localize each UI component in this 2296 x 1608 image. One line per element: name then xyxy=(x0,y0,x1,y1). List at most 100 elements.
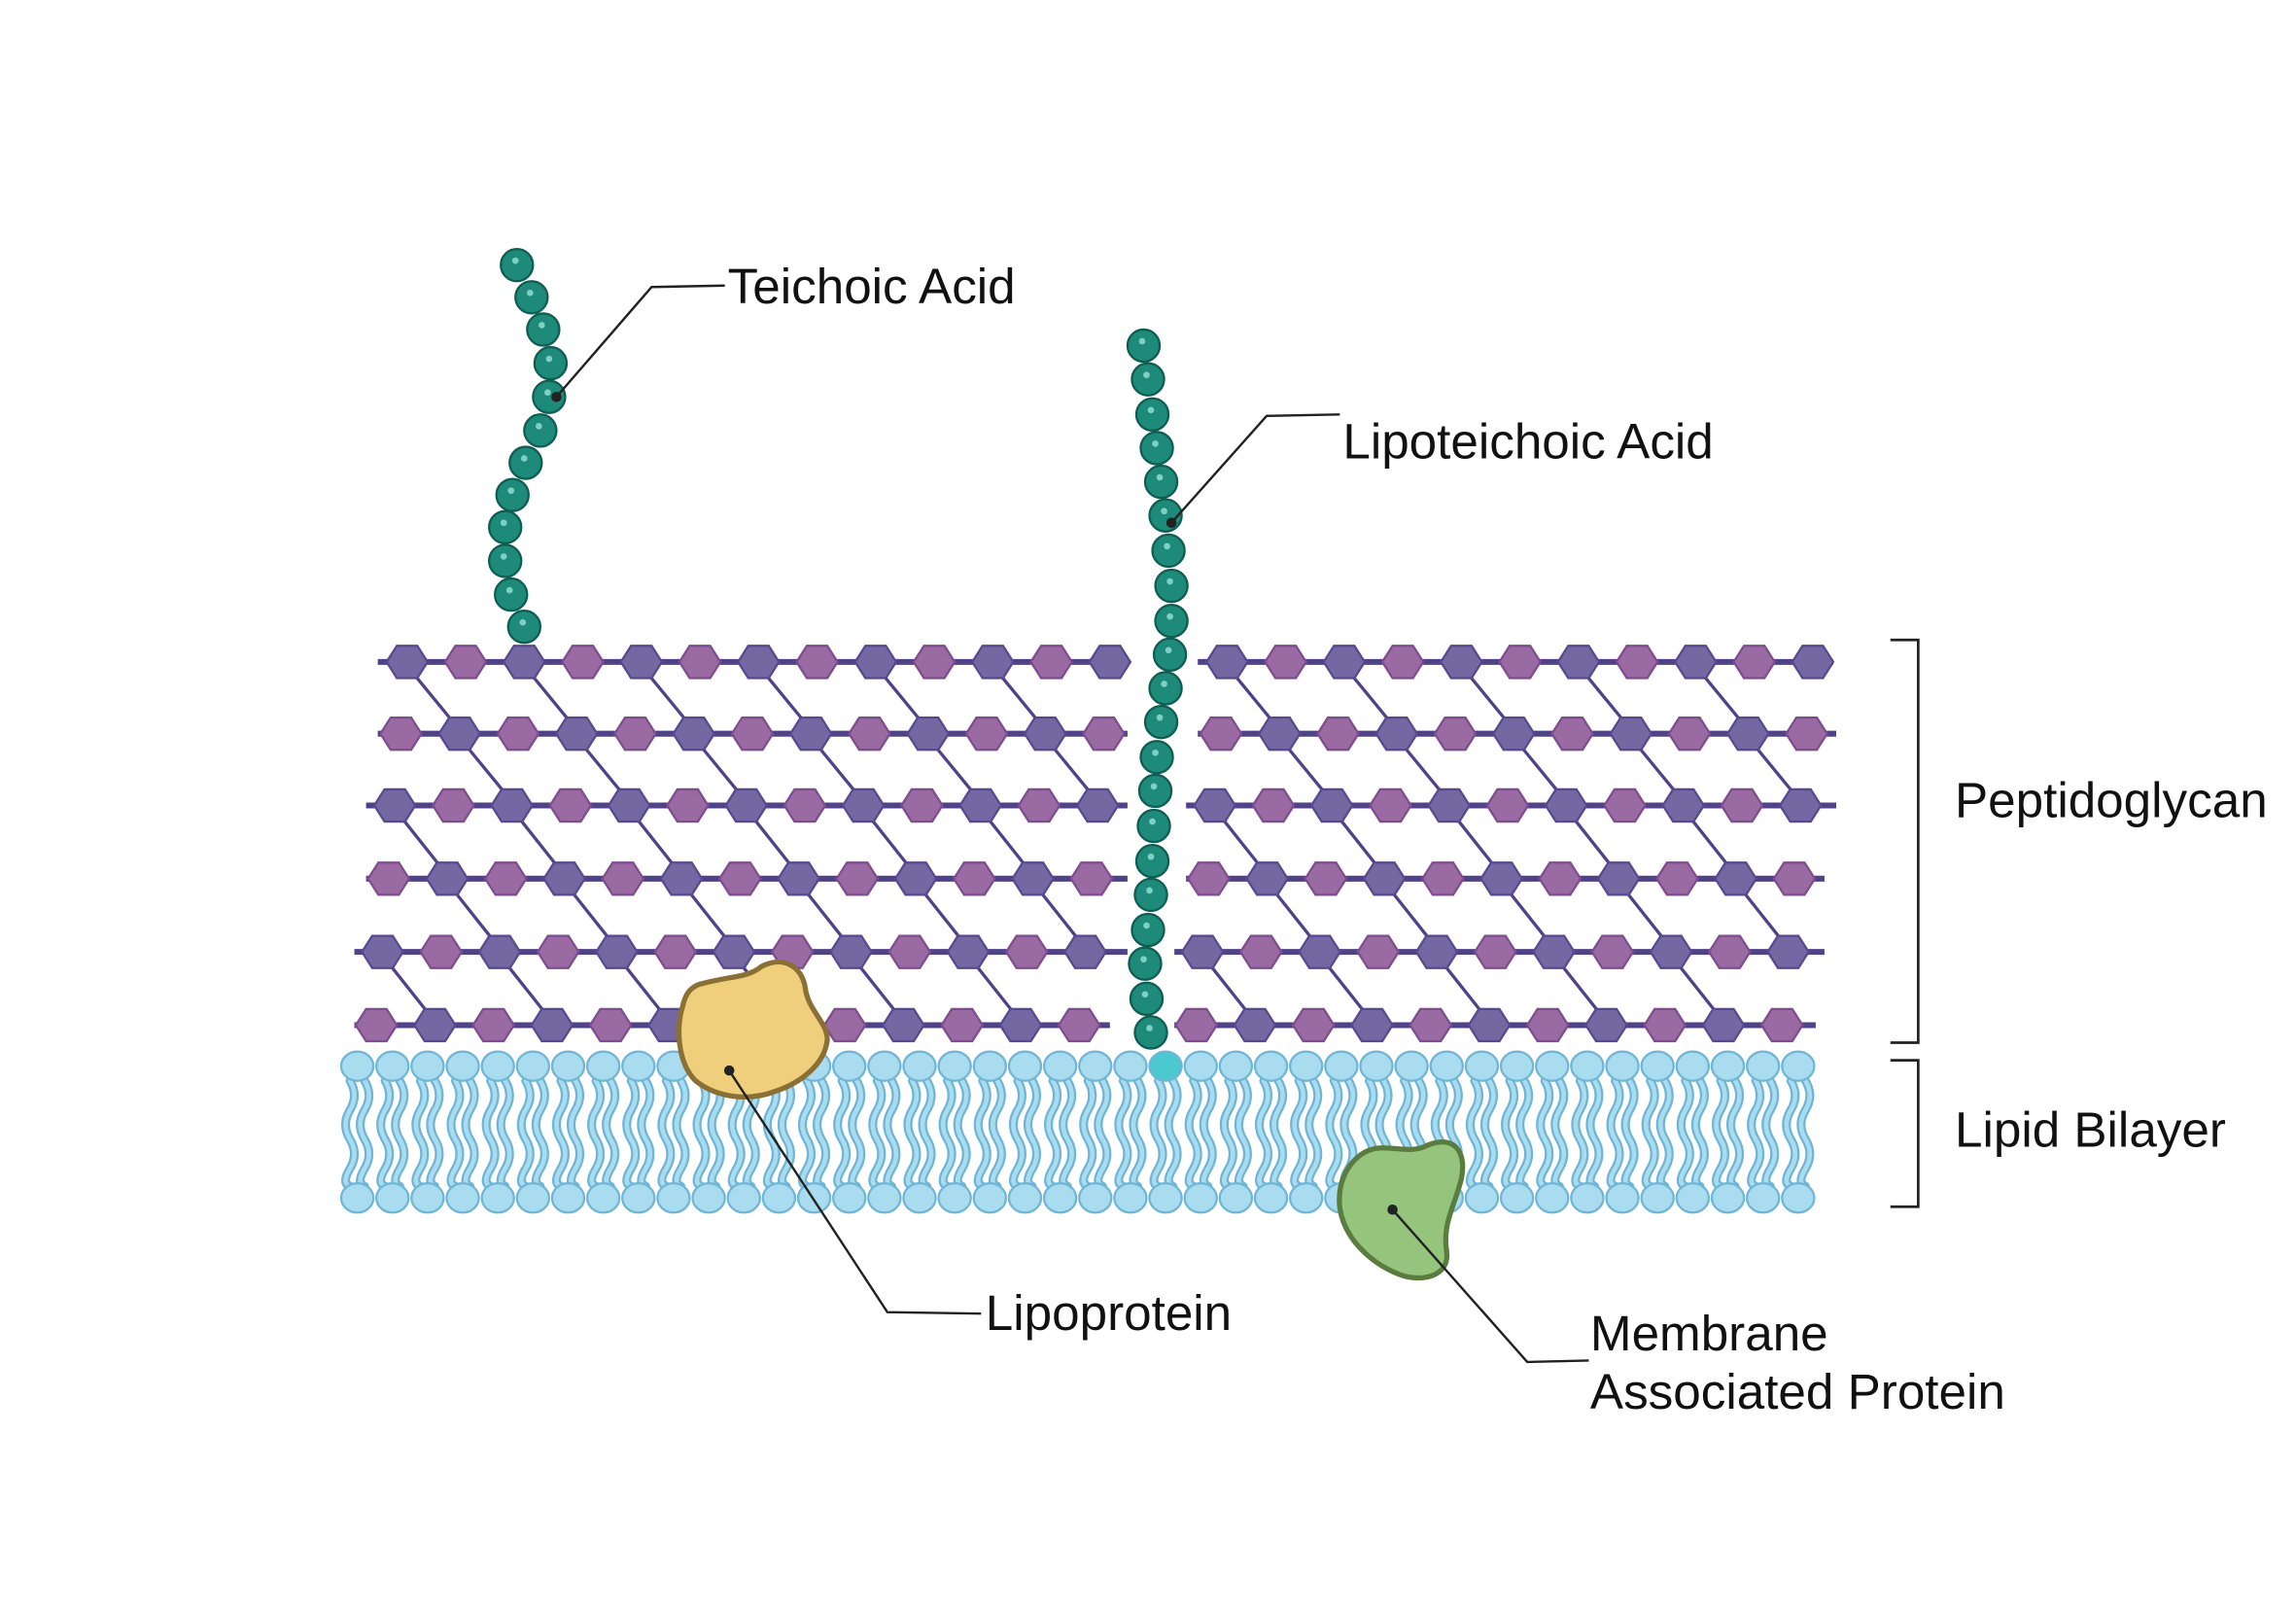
nag-hexagon xyxy=(1011,861,1056,896)
lipoteichoic-acid-bead xyxy=(1137,773,1173,809)
lipid-head-outer xyxy=(1640,1050,1675,1082)
nag-hexagon xyxy=(1193,787,1237,823)
lipoteichoic-acid-bead xyxy=(1152,637,1188,673)
nag-hexagon xyxy=(672,716,716,752)
lipid-head-inner xyxy=(1253,1182,1289,1214)
lipid-head-outer xyxy=(1394,1050,1429,1082)
peptide-crosslink xyxy=(506,965,545,1012)
bead-highlight xyxy=(1143,922,1150,929)
membrane-associated-protein-shape xyxy=(1337,1139,1466,1281)
lipid-head-inner xyxy=(796,1182,832,1214)
lipid-tail-highlight xyxy=(1306,1078,1320,1189)
nag-hexagon xyxy=(490,787,535,823)
peptide-crosslink xyxy=(1287,747,1325,792)
nam-hexagon xyxy=(848,716,891,752)
teichoic-acid-bead xyxy=(532,379,567,414)
bead-highlight xyxy=(1165,647,1172,654)
peptide-crosslink xyxy=(818,747,856,792)
lipid-tail-highlight xyxy=(1482,1078,1496,1189)
bead-highlight xyxy=(1150,783,1158,790)
nag-hexagon xyxy=(1649,934,1693,969)
nag-hexagon xyxy=(1532,934,1576,969)
lipid-tail-highlight xyxy=(463,1078,477,1189)
peptide-crosslink xyxy=(1235,675,1272,720)
nag-hexagon xyxy=(1023,716,1067,752)
nam-hexagon xyxy=(1017,787,1061,823)
nam-hexagon xyxy=(1186,861,1231,896)
peptide-crosslink xyxy=(806,891,844,939)
nam-hexagon xyxy=(1603,787,1647,823)
peptide-crosslink xyxy=(648,675,686,720)
nam-hexagon xyxy=(379,716,423,752)
lipid-head-outer xyxy=(902,1050,937,1082)
lipid-tail-highlight xyxy=(1131,1078,1145,1189)
lipid-tail-highlight xyxy=(483,1078,498,1189)
peptide-crosslink xyxy=(519,819,557,865)
phospholipid xyxy=(1499,1050,1535,1214)
lipid-head-inner xyxy=(1745,1182,1781,1214)
nam-hexagon xyxy=(899,787,944,823)
peptide-crosslink xyxy=(1404,747,1442,792)
phospholipid xyxy=(339,1050,375,1214)
nam-hexagon xyxy=(1759,1007,1804,1043)
peptide-crosslink xyxy=(532,675,570,720)
lipid-head-outer xyxy=(1745,1050,1781,1082)
lipid-head-inner xyxy=(1288,1182,1324,1214)
peptide-crosslink xyxy=(1756,747,1793,792)
lipid-head-outer xyxy=(1464,1050,1500,1082)
lipid-tail-highlight xyxy=(589,1078,603,1189)
lipid-head-inner xyxy=(1078,1182,1113,1214)
nag-hexagon xyxy=(906,716,951,752)
phospholipid xyxy=(1640,1050,1675,1214)
lipid-tail-highlight xyxy=(729,1078,744,1189)
nam-hexagon xyxy=(822,1007,867,1043)
nam-hexagon xyxy=(1004,934,1049,969)
lipid-tail-highlight xyxy=(1749,1078,1762,1189)
lipid-head-outer xyxy=(1183,1050,1218,1082)
nag-hexagon xyxy=(1350,1007,1394,1043)
lipoteichoic-acid-bead xyxy=(1131,912,1165,948)
phospholipid xyxy=(902,1050,937,1214)
bead-highlight xyxy=(1146,1025,1153,1031)
nam-hexagon xyxy=(887,934,932,969)
teichoic-acid-chain xyxy=(488,247,569,645)
phospholipid xyxy=(1042,1050,1078,1214)
lipid-tail-highlight xyxy=(1200,1078,1215,1189)
nam-hexagon xyxy=(1538,861,1583,896)
peptide-crosslink xyxy=(454,891,493,939)
nag-hexagon xyxy=(1609,716,1653,752)
lipid-head-inner xyxy=(515,1182,551,1214)
lipid-head-outer xyxy=(1570,1050,1605,1082)
phospholipid xyxy=(1007,1050,1043,1214)
lipid-tail-highlight xyxy=(1763,1078,1777,1189)
nam-hexagon xyxy=(1615,645,1659,680)
nag-hexagon xyxy=(1309,787,1354,823)
lipoprotein-leader xyxy=(723,1065,982,1315)
nam-hexagon xyxy=(431,787,475,823)
lipid-head-outer xyxy=(1605,1050,1640,1082)
nag-hexagon xyxy=(1701,1007,1746,1043)
bead-highlight xyxy=(1152,440,1159,447)
lipid-tail-highlight xyxy=(905,1078,920,1189)
peptide-crosslink xyxy=(1209,965,1248,1012)
lipid-head-outer xyxy=(1253,1050,1289,1082)
lipid-head-inner xyxy=(1640,1182,1675,1214)
nag-hexagon xyxy=(853,645,898,680)
lipid-head-outer xyxy=(445,1050,480,1082)
nag-hexagon xyxy=(724,787,769,823)
lipoteichoic-acid-bead xyxy=(1126,328,1162,364)
lipid-tail-highlight xyxy=(991,1078,1004,1189)
peptide-crosslink xyxy=(1625,891,1664,939)
bead-highlight xyxy=(1141,991,1149,998)
lipid-head-inner xyxy=(1464,1182,1500,1214)
nag-hexagon xyxy=(736,645,781,680)
nag-hexagon xyxy=(502,645,546,680)
peptide-crosslink xyxy=(701,747,739,792)
phospholipid xyxy=(1183,1050,1218,1214)
phospholipid xyxy=(375,1050,410,1214)
peptide-crosslink xyxy=(1638,747,1676,792)
bead-highlight xyxy=(1143,371,1150,378)
nam-hexagon xyxy=(1174,1007,1219,1043)
lipid-tail-highlight xyxy=(1503,1078,1516,1189)
lipid-tail-highlight xyxy=(519,1078,533,1189)
